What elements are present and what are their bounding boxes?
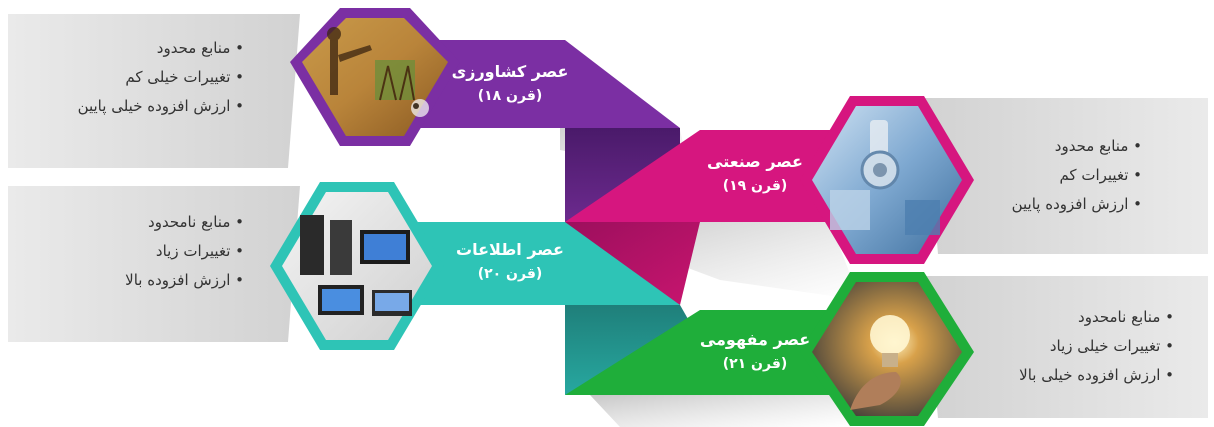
feature-item: منابع محدود bbox=[922, 132, 1142, 161]
ribbon-industrial bbox=[565, 130, 870, 222]
era-century-conceptual: (قرن ۲۱) bbox=[722, 356, 788, 372]
features-conceptual: منابع نامحدود تغییرات خیلی زیاد ارزش افز… bbox=[934, 303, 1174, 390]
label-information: عصر اطلاعات (قرن ۲۰) bbox=[440, 238, 580, 286]
computer-devices-shapes bbox=[300, 215, 412, 316]
feature-item: ارزش افزوده خیلی پایین bbox=[4, 92, 244, 121]
features-industrial: منابع محدود تغییرات کم ارزش افزوده پایین bbox=[922, 132, 1142, 219]
era-title-information: عصر اطلاعات bbox=[456, 240, 564, 259]
feature-item: ارزش افزوده پایین bbox=[922, 190, 1142, 219]
hexagon-information bbox=[270, 182, 444, 350]
feature-item: منابع نامحدود bbox=[4, 208, 244, 237]
hexagon-agricultural bbox=[290, 8, 460, 146]
fold-teal bbox=[565, 305, 700, 395]
feature-item: تغییرات خیلی زیاد bbox=[934, 332, 1174, 361]
label-conceptual: عصر مفهومی (قرن ۲۱) bbox=[680, 328, 830, 376]
shadow-conceptual bbox=[590, 395, 850, 427]
features-information: منابع نامحدود تغییرات زیاد ارزش افزوده ب… bbox=[4, 208, 244, 295]
feature-item: تغییرات کم bbox=[922, 161, 1142, 190]
label-agricultural: عصر کشاورزی (قرن ۱۸) bbox=[440, 60, 580, 108]
feature-item: ارزش افزوده بالا bbox=[4, 266, 244, 295]
era-title-agricultural: عصر کشاورزی bbox=[451, 62, 569, 81]
feature-item: تغییرات خیلی کم bbox=[4, 63, 244, 92]
era-century-information: (قرن ۲۰) bbox=[477, 266, 543, 282]
hexagon-conceptual bbox=[800, 272, 974, 426]
era-title-industrial: عصر صنعتی bbox=[707, 152, 803, 171]
ribbon-conceptual bbox=[565, 310, 870, 395]
era-century-agricultural: (قرن ۱۸) bbox=[477, 88, 543, 104]
ribbon-agricultural bbox=[400, 40, 680, 128]
light-bulb-shapes bbox=[850, 315, 910, 410]
fold-purple bbox=[565, 128, 680, 222]
fold-magenta bbox=[565, 222, 700, 305]
era-title-conceptual: عصر مفهومی bbox=[699, 330, 811, 349]
feature-item: تغییرات زیاد bbox=[4, 237, 244, 266]
label-industrial: عصر صنعتی (قرن ۱۹) bbox=[680, 150, 830, 198]
agricultural-painting-figures bbox=[327, 27, 429, 117]
ribbon-information bbox=[400, 222, 680, 305]
era-century-industrial: (قرن ۱۹) bbox=[722, 178, 788, 194]
features-agricultural: منابع محدود تغییرات خیلی کم ارزش افزوده … bbox=[4, 34, 244, 121]
feature-item: منابع نامحدود bbox=[934, 303, 1174, 332]
feature-item: ارزش افزوده خیلی بالا bbox=[934, 361, 1174, 390]
feature-item: منابع محدود bbox=[4, 34, 244, 63]
